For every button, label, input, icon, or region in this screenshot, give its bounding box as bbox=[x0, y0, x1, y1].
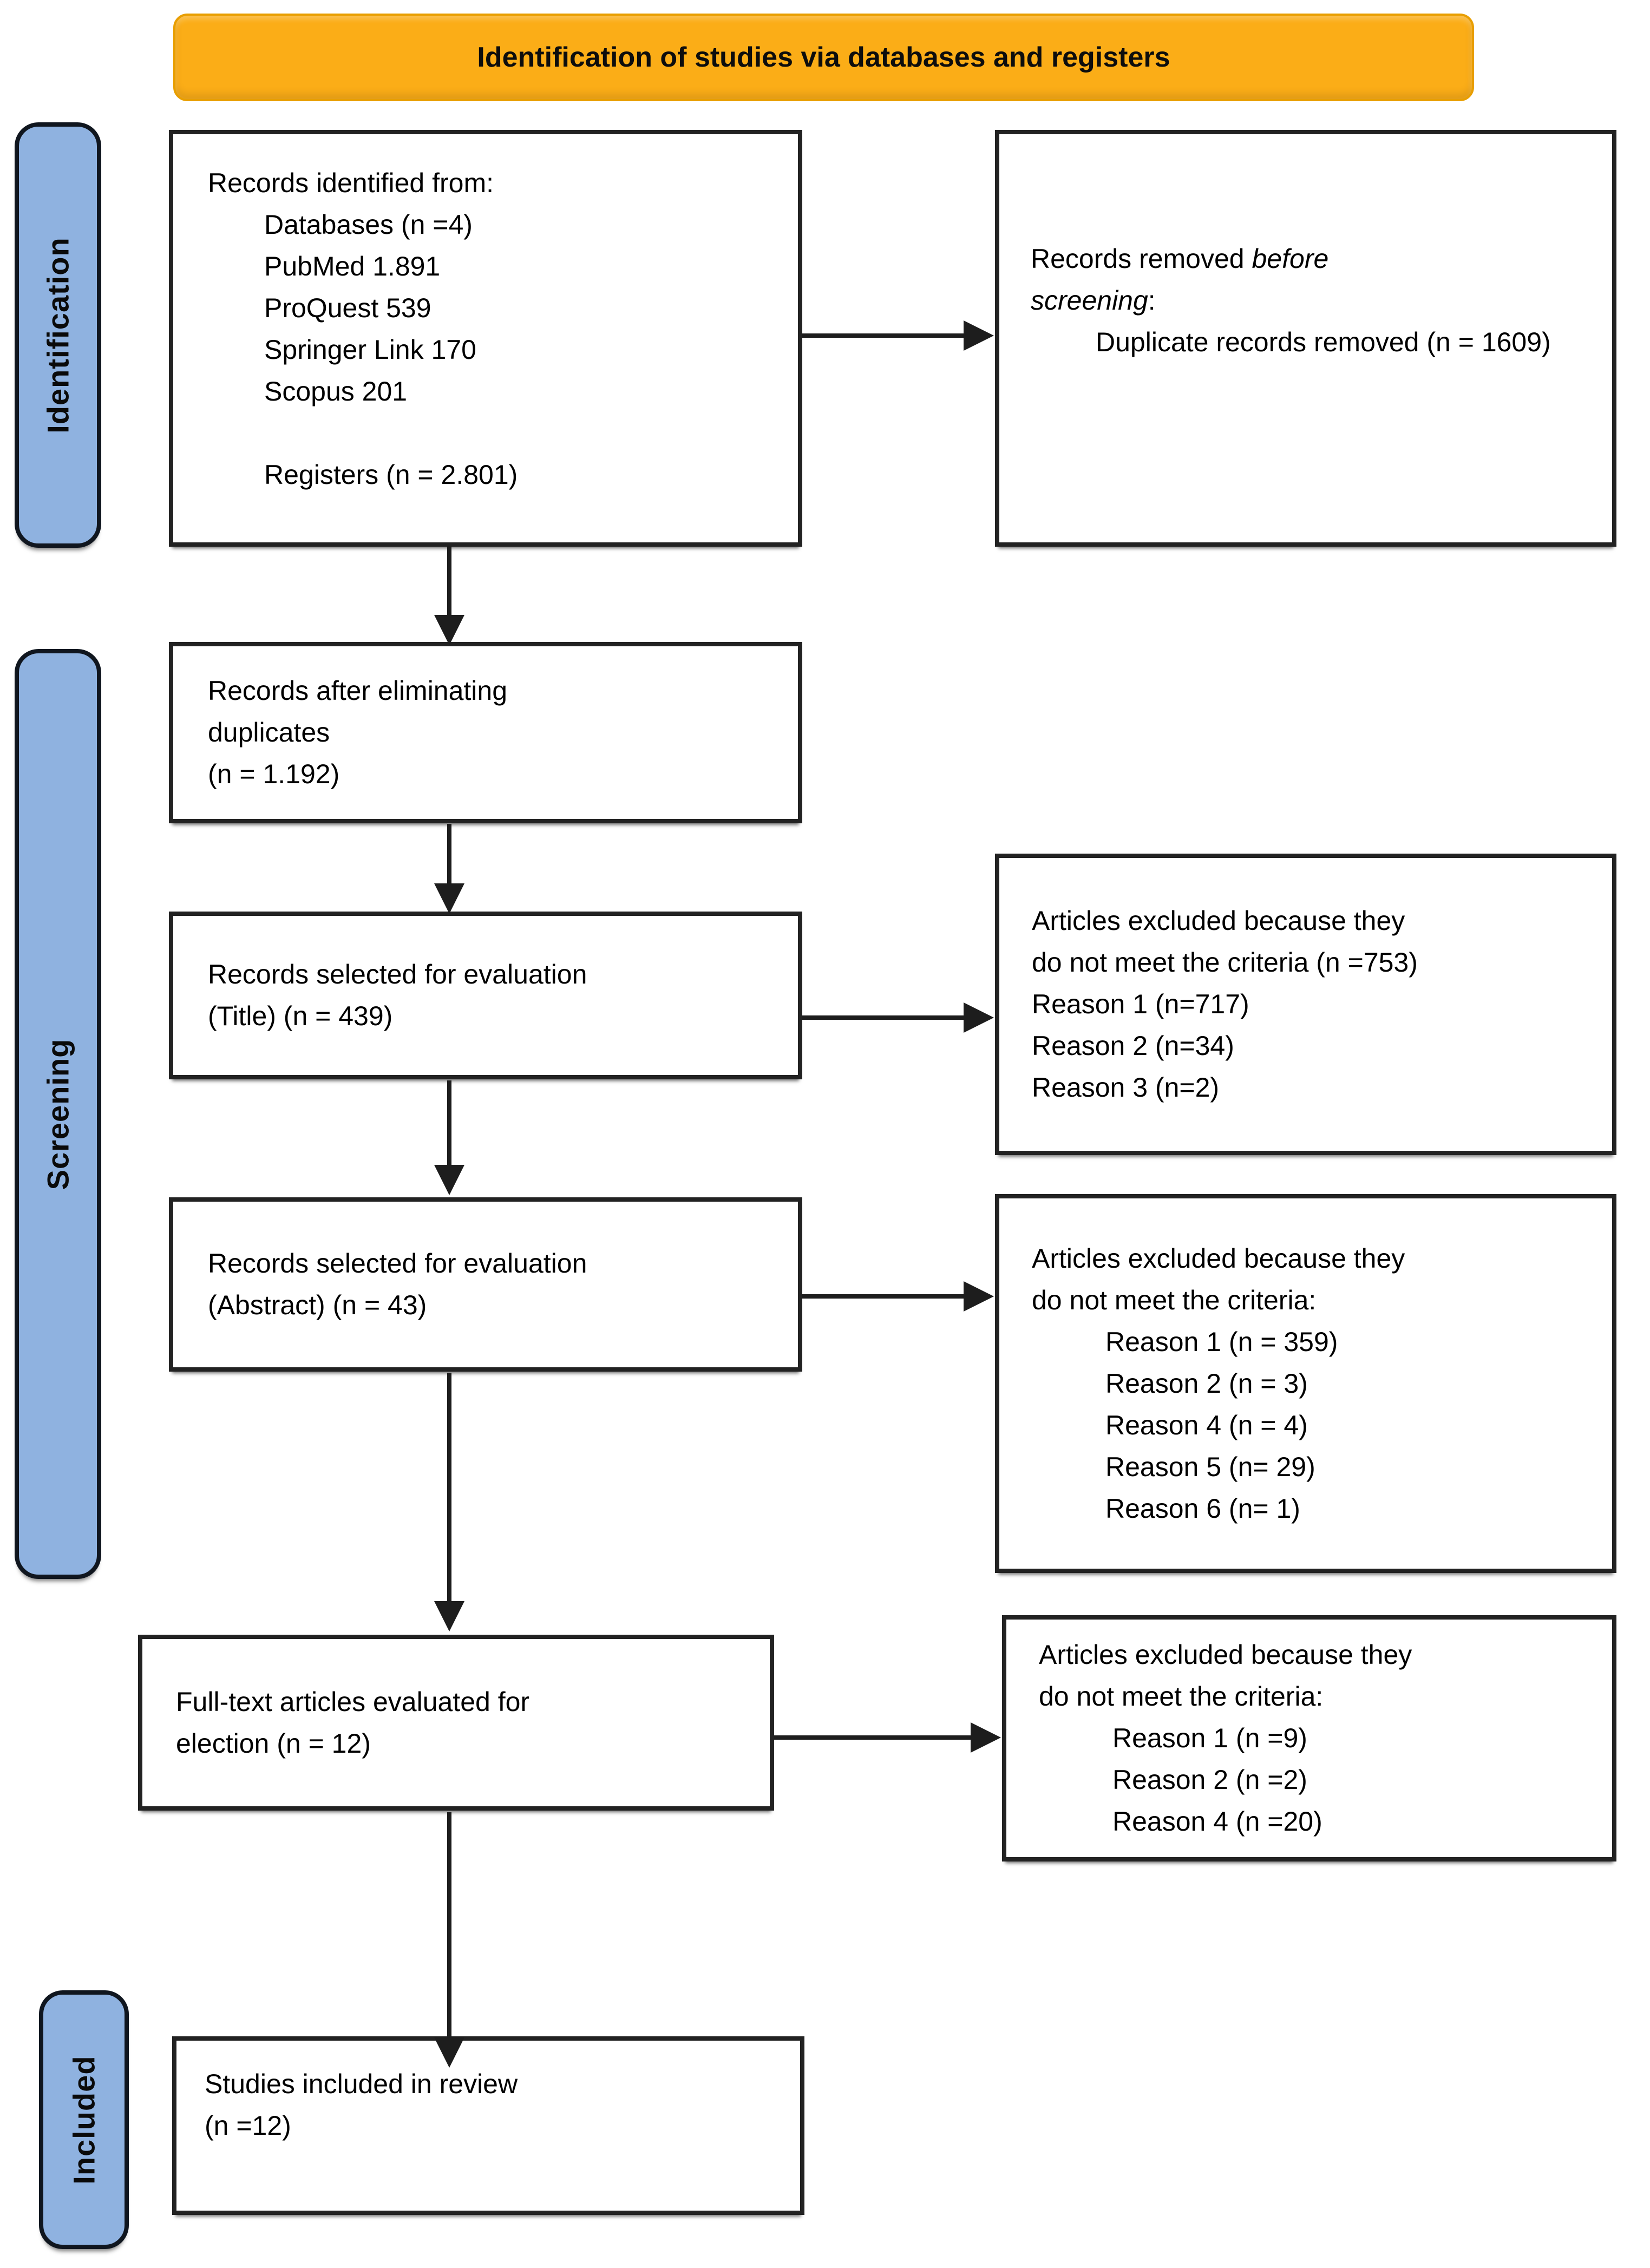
box-included-review: Studies included in review (n =12) bbox=[172, 2036, 804, 2215]
box-records-identified: Records identified from: Databases (n =4… bbox=[169, 130, 802, 547]
text-segment: : bbox=[1148, 285, 1156, 316]
box-selected-abstract: Records selected for evaluation (Abstrac… bbox=[169, 1197, 802, 1372]
stage-bar-included: Included bbox=[39, 1990, 129, 2249]
text-line: screening: bbox=[1031, 280, 1596, 322]
text-segment: Records removed bbox=[1031, 243, 1252, 274]
text-line: Reason 2 (n=34) bbox=[1032, 1031, 1234, 1061]
text-line: Springer Link 170 bbox=[264, 335, 476, 365]
box-excluded-title: Articles excluded because they do not me… bbox=[995, 854, 1616, 1155]
text-line: Duplicate records removed (n = 1609) bbox=[1096, 326, 1551, 357]
text-line: Reason 2 (n =2) bbox=[1112, 1765, 1307, 1795]
text-line: Scopus 201 bbox=[264, 376, 408, 407]
text-line: Articles excluded because they bbox=[1039, 1640, 1412, 1670]
text-line: Reason 3 (n=2) bbox=[1032, 1072, 1220, 1103]
text-line: Reason 6 (n= 1) bbox=[1105, 1493, 1300, 1524]
box-fulltext: Full-text articles evaluated for electio… bbox=[138, 1635, 774, 1811]
blank-line bbox=[208, 412, 782, 454]
text-line: Records identified from: bbox=[208, 168, 494, 198]
box-excluded-fulltext: Articles excluded because they do not me… bbox=[1002, 1615, 1616, 1861]
text-line: Reason 1 (n =9) bbox=[1112, 1723, 1307, 1753]
text-line: Reason 5 (n= 29) bbox=[1105, 1451, 1315, 1482]
text-line: Records selected for evaluation bbox=[208, 1248, 587, 1279]
text-line: Articles excluded because they bbox=[1032, 906, 1405, 936]
text-line: Studies included in review bbox=[205, 2069, 518, 2099]
arrow-right-title-to-excluded bbox=[802, 1002, 994, 1033]
arrow-right-fulltext-to-excluded bbox=[774, 1722, 1001, 1753]
text-line: do not meet the criteria: bbox=[1032, 1284, 1317, 1315]
text-line: do not meet the criteria (n =753) bbox=[1032, 947, 1418, 978]
text-line: do not meet the criteria: bbox=[1039, 1681, 1324, 1712]
text-line: Records removed before bbox=[1031, 238, 1596, 280]
arrow-right-abstract-to-excluded bbox=[802, 1281, 994, 1312]
arrow-down-abstract-to-fulltext bbox=[434, 1373, 464, 1631]
banner-title: Identification of studies via databases … bbox=[173, 14, 1474, 101]
box-after-duplicates: Records after eliminating duplicates (n … bbox=[169, 642, 802, 823]
stage-label-included: Included bbox=[67, 2055, 101, 2185]
text-line: Records after eliminating bbox=[208, 676, 508, 706]
text-line: Reason 1 (n = 359) bbox=[1105, 1326, 1338, 1357]
italic-segment: screening bbox=[1031, 285, 1148, 316]
text-line: election (n = 12) bbox=[176, 1728, 371, 1759]
box-records-removed: Records removed before screening: Duplic… bbox=[995, 130, 1616, 547]
text-line: Registers (n = 2.801) bbox=[264, 460, 518, 490]
text-line: Databases (n =4) bbox=[264, 209, 473, 240]
arrow-down-fulltext-to-included bbox=[434, 1812, 464, 2068]
text-line: Reason 1 (n=717) bbox=[1032, 989, 1249, 1019]
italic-segment: before bbox=[1252, 243, 1329, 274]
text-line: Reason 2 (n = 3) bbox=[1105, 1368, 1308, 1399]
text-line: Records selected for evaluation bbox=[208, 959, 587, 989]
box-excluded-abstract: Articles excluded because they do not me… bbox=[995, 1194, 1616, 1573]
text-line: Reason 4 (n =20) bbox=[1112, 1806, 1322, 1837]
arrow-down-identified-to-deduped bbox=[434, 546, 464, 645]
arrow-right-identified-to-removed bbox=[802, 320, 994, 351]
text-line: (n = 1.192) bbox=[208, 759, 340, 789]
text-line: Articles excluded because they bbox=[1032, 1243, 1405, 1274]
arrow-down-title-to-abstract bbox=[434, 1080, 464, 1195]
text-line: Full-text articles evaluated for bbox=[176, 1686, 530, 1717]
text-line: PubMed 1.891 bbox=[264, 251, 441, 281]
text-line: (Title) (n = 439) bbox=[208, 1001, 393, 1031]
stage-label-identification: Identification bbox=[41, 237, 75, 434]
stage-bar-identification: Identification bbox=[15, 122, 101, 548]
box-selected-title: Records selected for evaluation (Title) … bbox=[169, 912, 802, 1079]
text-line: (n =12) bbox=[205, 2110, 291, 2141]
stage-bar-screening: Screening bbox=[15, 649, 101, 1579]
text-line: (Abstract) (n = 43) bbox=[208, 1290, 427, 1320]
text-line: ProQuest 539 bbox=[264, 293, 431, 323]
stage-label-screening: Screening bbox=[41, 1038, 75, 1190]
arrow-down-deduped-to-title bbox=[434, 824, 464, 914]
text-line: duplicates bbox=[208, 717, 330, 748]
text-line: Reason 4 (n = 4) bbox=[1105, 1410, 1308, 1440]
